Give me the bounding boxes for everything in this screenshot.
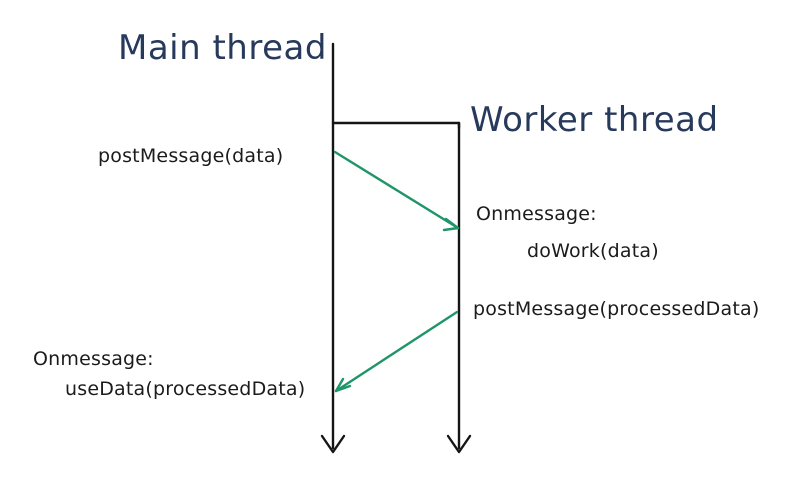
main-thread-title: Main thread [118,28,327,68]
worker-thread-timeline-arrowhead [446,434,472,454]
main-post-message-label: postMessage(data) [98,145,284,167]
message-to-main-arrowhead [334,377,352,393]
worker-onmessage-label: Onmessage: [476,203,597,225]
worker-do-work-label: doWork(data) [527,240,659,262]
main-thread-timeline-arrowhead [320,434,346,454]
worker-thread-title: Worker thread [470,100,719,140]
main-use-data-label: useData(processedData) [65,378,306,400]
message-to-worker-arrowhead [442,217,460,232]
message-to-worker-arrow [333,150,460,230]
worker-post-message-label: postMessage(processedData) [473,298,760,320]
worker-spawn-connector [331,121,461,130]
main-onmessage-label: Onmessage: [33,348,154,370]
message-to-main-arrow [334,310,459,393]
